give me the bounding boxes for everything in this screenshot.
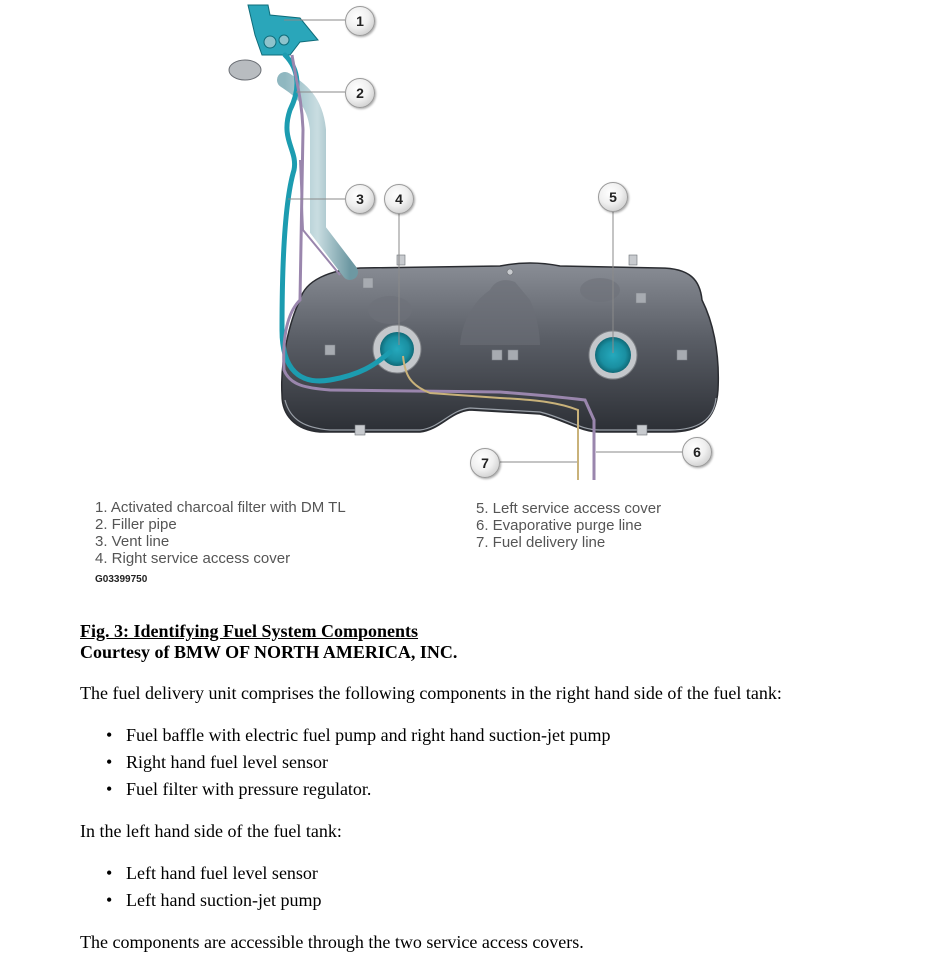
legend-item-7: 7. Fuel delivery line [476, 534, 606, 551]
fuel-delivery-line [402, 355, 579, 480]
legend-item-3: 3. Vent line [95, 533, 170, 550]
legend-item-1: 1. Activated charcoal filter with DM TL [95, 499, 346, 516]
legend-item-5: 5. Left service access cover [476, 500, 662, 517]
legend-item-2: 2. Filler pipe [95, 516, 177, 533]
list-item: Fuel baffle with electric fuel pump and … [106, 722, 611, 749]
figure-code: G03399750 [95, 574, 148, 585]
left-side-components-list: Left hand fuel level sensor Left hand su… [106, 860, 321, 914]
right-service-access-cover [372, 324, 422, 374]
fuel-system-figure: 1 2 3 4 5 6 7 1. Activated charcoal filt… [95, 4, 720, 585]
legend-right: 5. Left service access cover 6. Evaporat… [476, 500, 661, 551]
caption-title: Fig. 3: Identifying Fuel System Componen… [80, 621, 419, 641]
list-item: Left hand suction-jet pump [106, 887, 321, 914]
list-item: Left hand fuel level sensor [106, 860, 321, 887]
right-side-components-list: Fuel baffle with electric fuel pump and … [106, 722, 611, 803]
callout-5: 5 [598, 182, 628, 212]
callout-6: 6 [682, 437, 712, 467]
evaporative-purge-line [282, 54, 596, 480]
callout-7: 7 [470, 448, 500, 478]
callout-4: 4 [384, 184, 414, 214]
left-side-intro: In the left hand side of the fuel tank: [80, 821, 342, 841]
filler-cap [228, 59, 262, 81]
left-service-access-cover [588, 330, 638, 380]
list-item: Fuel filter with pressure regulator. [106, 776, 611, 803]
closing-paragraph: The components are accessible through th… [80, 932, 584, 952]
legend-item-6: 6. Evaporative purge line [476, 517, 642, 534]
callout-3: 3 [345, 184, 375, 214]
intro-paragraph: The fuel delivery unit comprises the fol… [80, 683, 782, 703]
callout-1: 1 [345, 6, 375, 36]
vent-line [279, 52, 393, 384]
callout-2: 2 [345, 78, 375, 108]
list-item: Right hand fuel level sensor [106, 749, 611, 776]
caption-credit: Courtesy of BMW OF NORTH AMERICA, INC. [80, 642, 458, 662]
fuel-tank-illustration [228, 4, 720, 480]
filler-pipe [277, 72, 358, 280]
charcoal-filter [247, 4, 319, 56]
legend-item-4: 4. Right service access cover [95, 550, 291, 567]
figure-caption: Fig. 3: Identifying Fuel System Componen… [80, 621, 457, 663]
legend-left: 1. Activated charcoal filter with DM TL … [95, 499, 346, 567]
